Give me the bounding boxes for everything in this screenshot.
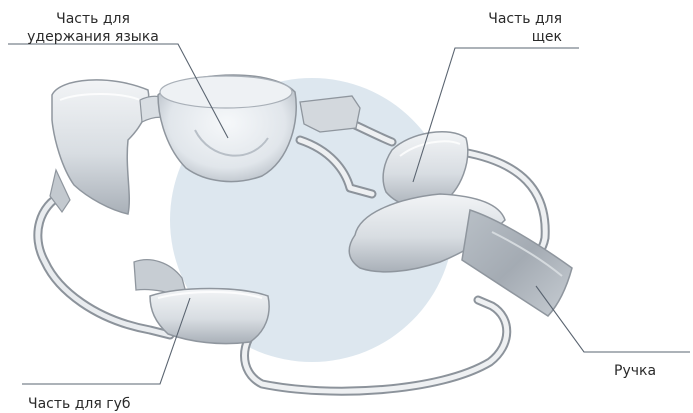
- label-cheek-line2: щек: [452, 28, 562, 46]
- left-cheek-flap: [50, 80, 149, 214]
- label-cheek-part: Часть для щек: [452, 10, 562, 46]
- label-lip-part: Часть для губ: [28, 395, 131, 413]
- label-handle: Ручка: [614, 362, 656, 380]
- label-tongue-line1: Часть для: [8, 10, 178, 28]
- label-tongue-part: Часть для удержания языка: [8, 10, 178, 46]
- label-cheek-line1: Часть для: [452, 10, 562, 28]
- label-tongue-line2: удержания языка: [8, 28, 178, 46]
- tongue-holder-bowl: [158, 75, 296, 182]
- upper-clip: [300, 96, 360, 132]
